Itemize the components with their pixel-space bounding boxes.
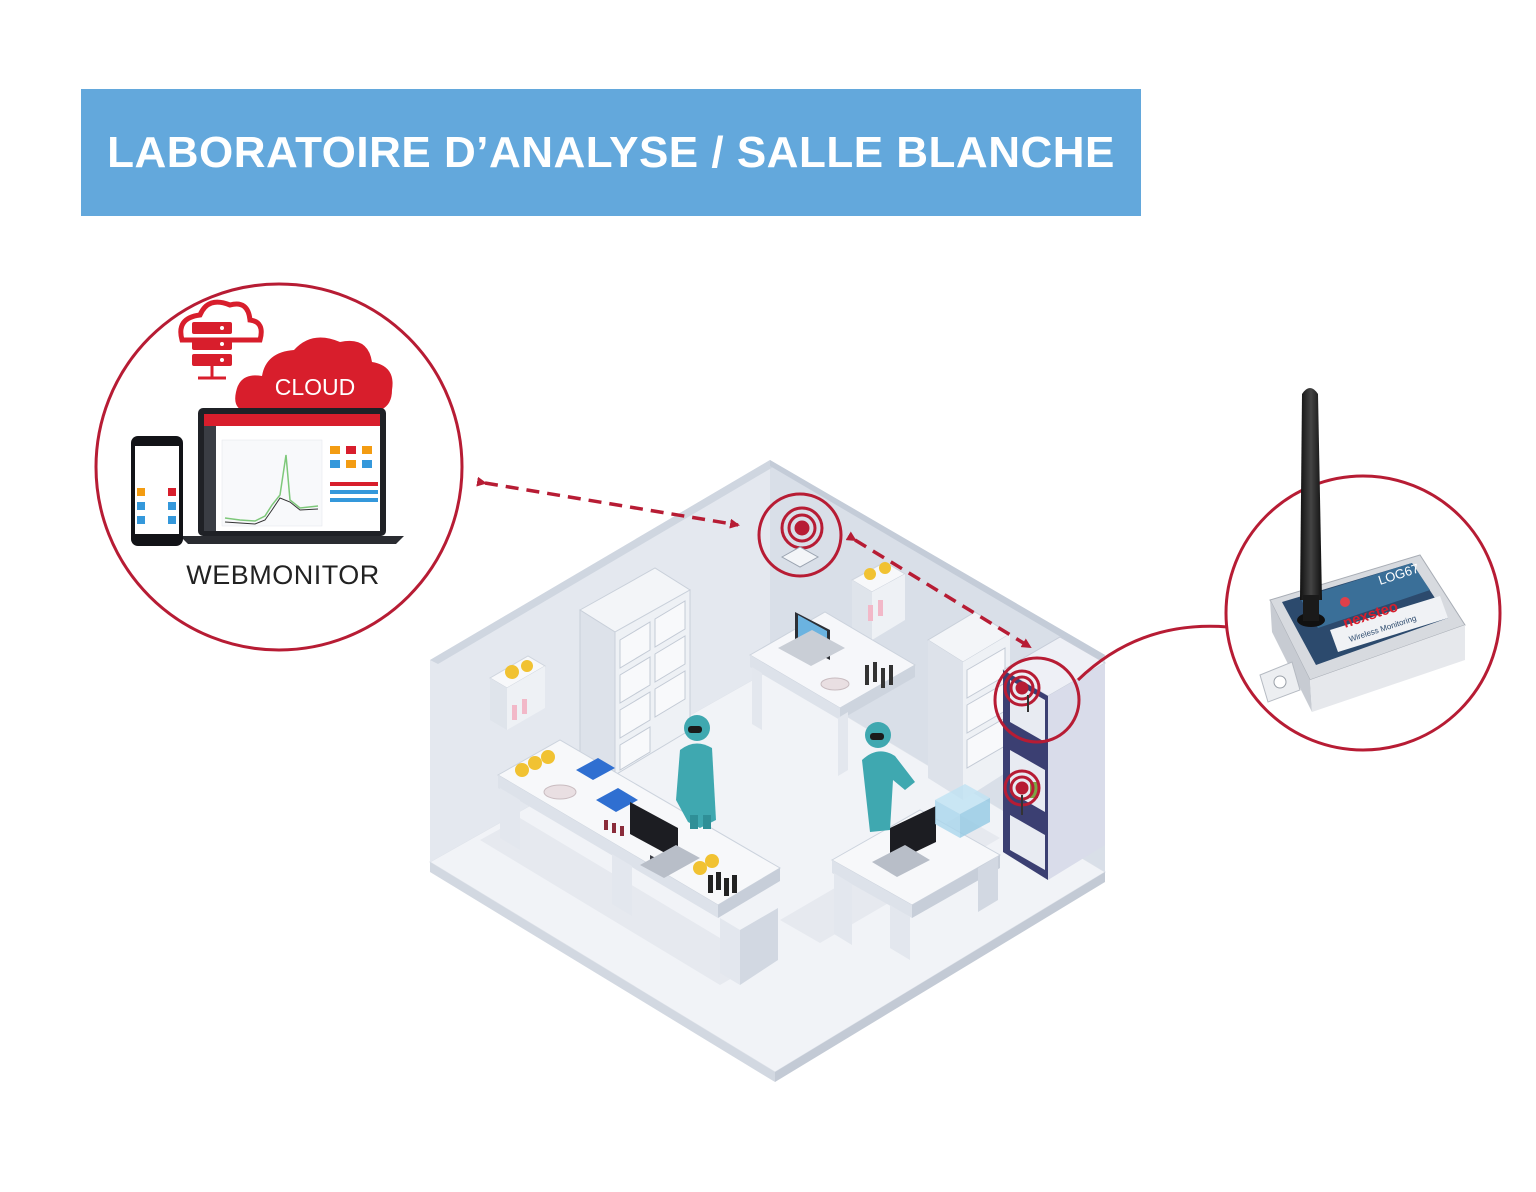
front-right-bench <box>830 784 1002 960</box>
cloud-label: CLOUD <box>274 374 356 400</box>
wall-shelf-left <box>489 655 546 730</box>
wireless-signal-icon <box>1003 669 1041 707</box>
webmonitor-circle <box>94 282 464 652</box>
sensor-zoom-connector <box>1076 624 1229 682</box>
cloud-icon <box>235 337 393 412</box>
scientist-right <box>862 722 915 832</box>
drawer-cabinet-left <box>579 567 691 776</box>
drawer-cabinet-right <box>927 611 1011 800</box>
arrow-sensor-to-shelf <box>845 531 1032 649</box>
scientist-left <box>676 715 716 829</box>
server-icon <box>178 299 264 380</box>
back-desk <box>749 611 916 776</box>
data-flow-arrows <box>476 476 1032 649</box>
sensor-shelf-highlight <box>993 656 1081 744</box>
sensor-zoom-circle: LOG67 nexsteo Wireless Monitoring <box>1224 388 1502 752</box>
storage-shelf <box>1002 636 1106 880</box>
laptop-icon <box>180 408 404 544</box>
sensor-wall-highlight <box>757 492 843 578</box>
sensor-shelf-lower <box>1003 769 1041 815</box>
webmonitor-label: WEBMONITOR <box>186 560 380 590</box>
wireless-signal-icon <box>780 506 824 550</box>
page-title: LABORATOIRE D’ANALYSE / SALLE BLANCHE <box>107 127 1115 177</box>
arrow-cloud-to-sensor <box>476 476 740 529</box>
antenna-icon <box>1297 388 1325 627</box>
front-left-bench <box>497 739 781 985</box>
phone-icon <box>131 436 183 546</box>
title-banner: LABORATOIRE D’ANALYSE / SALLE BLANCHE <box>81 89 1141 216</box>
